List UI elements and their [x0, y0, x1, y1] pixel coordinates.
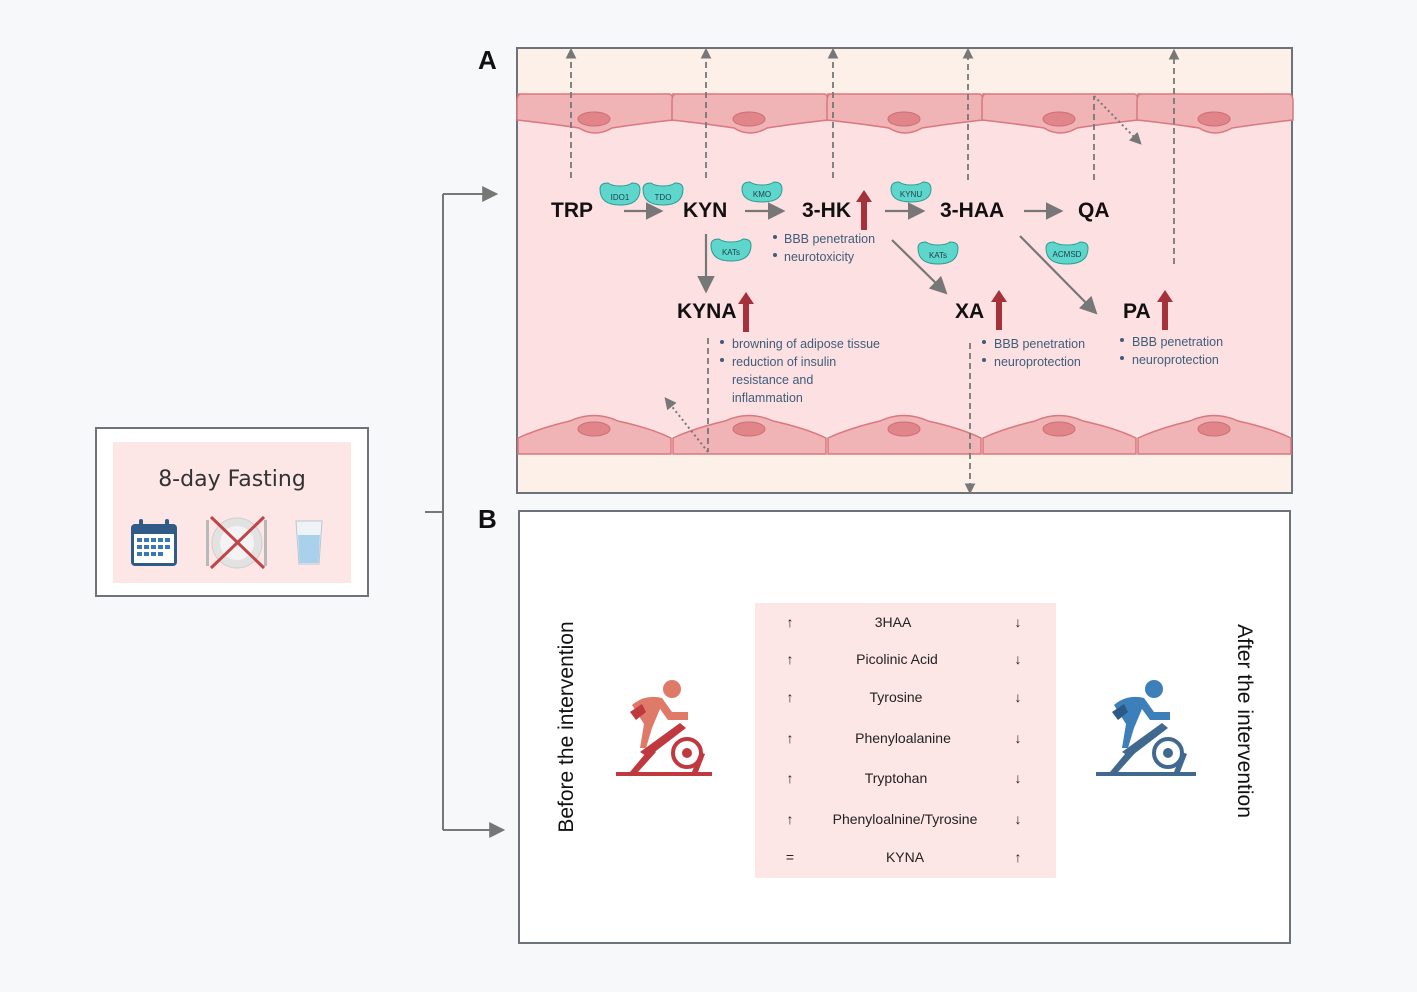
before-intervention-label: Before the intervention: [555, 621, 578, 832]
fasting-title: 8-day Fasting: [158, 467, 306, 492]
after-change-5: ↓: [1015, 811, 1022, 827]
before-change-3: ↑: [787, 730, 794, 746]
notes-pa: BBB penetration neuroprotection: [1120, 335, 1223, 367]
calendar-icon: [131, 519, 177, 566]
metabolite-3haa: 3-HAA: [940, 199, 1004, 222]
notes-3hk: BBB penetration neurotoxicity: [773, 232, 875, 264]
enzyme-tdo: TDO: [642, 182, 684, 206]
svg-text:BBB penetration: BBB penetration: [994, 337, 1085, 351]
after-intervention-label: After the intervention: [1233, 624, 1256, 818]
panel-a-label: A: [478, 45, 497, 75]
before-change-5: ↑: [787, 811, 794, 827]
after-change-4: ↓: [1015, 770, 1022, 786]
svg-text:inflammation: inflammation: [732, 391, 803, 405]
svg-text:KMO: KMO: [753, 190, 771, 199]
svg-text:resistance and: resistance and: [732, 373, 813, 387]
svg-text:browning of adipose tissue: browning of adipose tissue: [732, 337, 880, 351]
svg-text:TDO: TDO: [655, 193, 672, 202]
comparison-table: [755, 603, 1056, 878]
metabolite-kyna: KYNA: [677, 300, 737, 323]
svg-text:BBB penetration: BBB penetration: [784, 232, 875, 246]
enzyme-kynu: KYNU: [890, 181, 932, 203]
notes-xa: BBB penetration neuroprotection: [982, 337, 1085, 369]
table-metabolite-2: Tyrosine: [870, 689, 923, 705]
notes-kyna: browning of adipose tissue reduction of …: [720, 337, 880, 405]
transport-arrows: [565, 47, 1180, 495]
metabolite-trp: TRP: [551, 199, 593, 222]
table-metabolite-0: 3HAA: [875, 614, 912, 630]
enzyme-ido1: IDO1: [599, 182, 641, 206]
before-change-4: ↑: [787, 770, 794, 786]
comparison-table-rows: ↑ 3HAA ↓ ↑ Picolinic Acid ↓ ↑ Tyrosine ↓ ↑ Phenylo…: [786, 614, 1022, 865]
after-change-3: ↓: [1015, 730, 1022, 746]
svg-text:KATs: KATs: [722, 248, 740, 257]
enzyme-kats-2: KATs: [917, 241, 959, 265]
metabolite-pa: PA: [1123, 300, 1151, 323]
svg-text:reduction of insulin: reduction of insulin: [732, 355, 836, 369]
svg-text:BBB penetration: BBB penetration: [1132, 335, 1223, 349]
after-change-1: ↓: [1015, 651, 1022, 667]
table-metabolite-3: Phenyloalanine: [855, 730, 951, 746]
table-metabolite-1: Picolinic Acid: [856, 651, 938, 667]
svg-text:KYNU: KYNU: [900, 190, 922, 199]
enzyme-acmsd: ACMSD: [1045, 241, 1089, 265]
before-change-1: ↑: [787, 651, 794, 667]
svg-text:neuroprotection: neuroprotection: [994, 355, 1081, 369]
fasting-box: 8-day Fasting: [95, 427, 369, 597]
svg-text:neuroprotection: neuroprotection: [1132, 353, 1219, 367]
crossed-plate-icon: [206, 515, 267, 570]
panel-b: Before the intervention After the interv…: [518, 510, 1291, 944]
panel-b-label: B: [478, 504, 497, 534]
metabolite-xa: XA: [955, 300, 984, 323]
metabolite-3hk: 3-HK: [802, 199, 851, 222]
panel-a: TRP KYN 3-HK 3-HAA QA KYNA XA PA IDO1 TD…: [516, 47, 1294, 495]
fasting-connector: [425, 186, 506, 838]
metabolite-qa: QA: [1078, 199, 1110, 222]
cyclist-after-icon: [1096, 680, 1196, 776]
after-change-6: ↑: [1015, 849, 1022, 865]
enzyme-kmo: KMO: [741, 181, 783, 203]
metabolite-kyn: KYN: [683, 199, 727, 222]
after-change-2: ↓: [1015, 689, 1022, 705]
table-metabolite-6: KYNA: [886, 849, 925, 865]
before-change-2: ↑: [787, 689, 794, 705]
reaction-arrows: [624, 202, 1098, 315]
enzyme-kats-1: KATs: [710, 238, 752, 262]
before-change-0: ↑: [787, 614, 794, 630]
svg-text:ACMSD: ACMSD: [1053, 250, 1082, 259]
before-change-6: =: [786, 849, 794, 865]
svg-text:IDO1: IDO1: [611, 193, 630, 202]
after-change-0: ↓: [1015, 614, 1022, 630]
svg-text:KATs: KATs: [929, 251, 947, 260]
table-metabolite-4: Tryptohan: [865, 770, 928, 786]
table-metabolite-5: Phenyloalnine/Tyrosine: [833, 811, 978, 827]
cyclist-before-icon: [616, 680, 712, 776]
water-glass-icon: [295, 520, 323, 565]
svg-text:neurotoxicity: neurotoxicity: [784, 250, 855, 264]
